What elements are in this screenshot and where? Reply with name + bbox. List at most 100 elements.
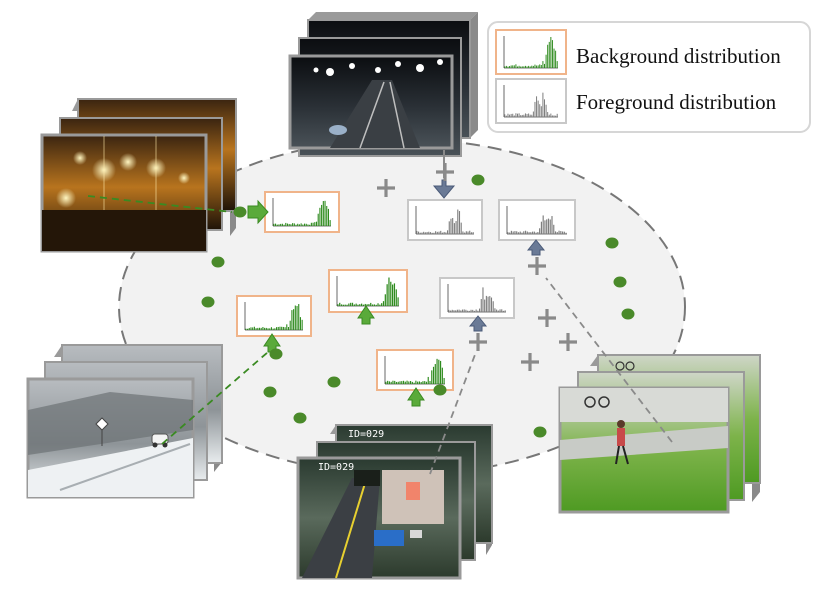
histogram-bar bbox=[370, 302, 372, 306]
histogram-bar bbox=[448, 309, 450, 312]
histogram-bar bbox=[291, 310, 293, 330]
histogram-bar bbox=[350, 302, 352, 306]
dot-icon bbox=[613, 276, 627, 288]
histogram-bar bbox=[255, 328, 257, 330]
histogram-bar bbox=[467, 310, 469, 312]
amber-street-cube bbox=[40, 98, 237, 253]
histogram-bar bbox=[429, 380, 431, 384]
tunnel-cube: ID=029 ID=029 bbox=[296, 424, 493, 580]
legend-foreground-label: Foreground distribution bbox=[576, 90, 777, 114]
histogram-bar bbox=[544, 63, 545, 68]
histogram-bar bbox=[535, 232, 537, 234]
histogram-bar bbox=[519, 231, 521, 234]
histogram-bar bbox=[534, 101, 536, 117]
histogram-bar bbox=[397, 297, 399, 306]
histogram-bar bbox=[455, 221, 457, 234]
histogram-bar bbox=[470, 232, 472, 234]
histogram-bar bbox=[489, 296, 491, 312]
histogram-bar bbox=[384, 294, 386, 306]
histogram-bar bbox=[371, 304, 374, 306]
histogram-bar bbox=[528, 232, 530, 234]
histogram-bar bbox=[453, 223, 455, 234]
histogram-bar bbox=[553, 224, 555, 234]
histogram-cards bbox=[236, 191, 576, 391]
histogram-bar bbox=[346, 304, 348, 306]
histogram-bar bbox=[545, 104, 547, 117]
histogram-bar bbox=[523, 66, 525, 68]
histogram-bar bbox=[283, 224, 285, 226]
dot-icon bbox=[269, 348, 283, 360]
histogram-bar bbox=[434, 364, 436, 384]
histogram-bar bbox=[477, 310, 479, 312]
histogram-bar bbox=[395, 381, 398, 384]
histogram-bar bbox=[494, 308, 496, 312]
histogram-bar bbox=[515, 64, 517, 68]
histogram-bar bbox=[394, 380, 396, 384]
histogram-bar bbox=[441, 367, 443, 384]
dot-icon bbox=[263, 386, 277, 398]
histogram-bar bbox=[472, 309, 474, 312]
histogram-bar bbox=[432, 366, 435, 384]
arrow-right-icon bbox=[247, 199, 269, 225]
histogram-bar bbox=[419, 232, 421, 234]
histogram-bar bbox=[436, 358, 438, 384]
histogram-bar bbox=[397, 381, 399, 384]
histogram-bar bbox=[388, 277, 390, 306]
histogram-bar bbox=[565, 232, 567, 234]
histogram-bar bbox=[436, 231, 438, 234]
arrow-down-icon bbox=[432, 179, 456, 199]
histogram-bar bbox=[512, 231, 514, 234]
histogram-bar bbox=[296, 305, 298, 330]
histogram-bar bbox=[469, 230, 471, 234]
arrow-up-icon bbox=[357, 305, 375, 325]
histogram-bar bbox=[298, 304, 300, 330]
histogram-bar bbox=[458, 309, 460, 312]
plus-icon bbox=[436, 163, 454, 181]
histogram-bar bbox=[269, 328, 271, 330]
histogram-bar bbox=[516, 231, 518, 234]
lawn-cube bbox=[558, 354, 761, 514]
histogram-bar bbox=[540, 221, 542, 234]
histogram-bar bbox=[502, 310, 504, 312]
histogram-bar bbox=[480, 299, 482, 312]
histogram-bar bbox=[429, 232, 432, 234]
histogram-bar bbox=[293, 223, 295, 226]
histogram-bar bbox=[509, 66, 511, 68]
histogram-bar bbox=[281, 326, 283, 330]
histogram-bar bbox=[258, 327, 261, 330]
histogram-bar bbox=[390, 281, 392, 306]
histogram-bar bbox=[351, 302, 354, 306]
histogram-bar bbox=[420, 382, 422, 384]
histogram-bar bbox=[435, 231, 437, 234]
histogram-bar bbox=[524, 230, 527, 234]
histogram-bar bbox=[270, 327, 272, 330]
histogram-bar bbox=[312, 222, 314, 226]
dot-icon bbox=[211, 256, 225, 268]
histogram-bar bbox=[265, 327, 267, 330]
histogram-bar bbox=[319, 207, 321, 226]
histogram-bar bbox=[375, 304, 377, 306]
histogram-bar bbox=[257, 327, 259, 330]
histogram-bar bbox=[528, 113, 530, 117]
histogram-bar bbox=[411, 381, 413, 384]
histogram-bar bbox=[379, 304, 381, 306]
connector-lawn bbox=[545, 277, 673, 443]
legend-foreground-histogram bbox=[495, 78, 567, 124]
histogram-bar bbox=[426, 231, 428, 234]
histogram-bar bbox=[297, 223, 299, 226]
histogram-bar bbox=[464, 232, 466, 234]
histogram-bar bbox=[304, 223, 306, 226]
histogram-bar bbox=[443, 377, 445, 384]
histogram-bar bbox=[537, 100, 539, 117]
histogram-bar bbox=[542, 215, 544, 234]
histogram-bar bbox=[423, 231, 425, 234]
histogram-bar bbox=[362, 304, 365, 306]
histogram-bar bbox=[528, 65, 530, 68]
histogram-bar bbox=[458, 211, 461, 234]
histogram-bar bbox=[563, 231, 565, 234]
histogram-bar bbox=[472, 232, 474, 234]
histogram-bar bbox=[450, 218, 452, 234]
histogram-bar bbox=[415, 380, 417, 384]
histogram-bar bbox=[348, 303, 350, 306]
histogram-bar bbox=[317, 213, 319, 226]
